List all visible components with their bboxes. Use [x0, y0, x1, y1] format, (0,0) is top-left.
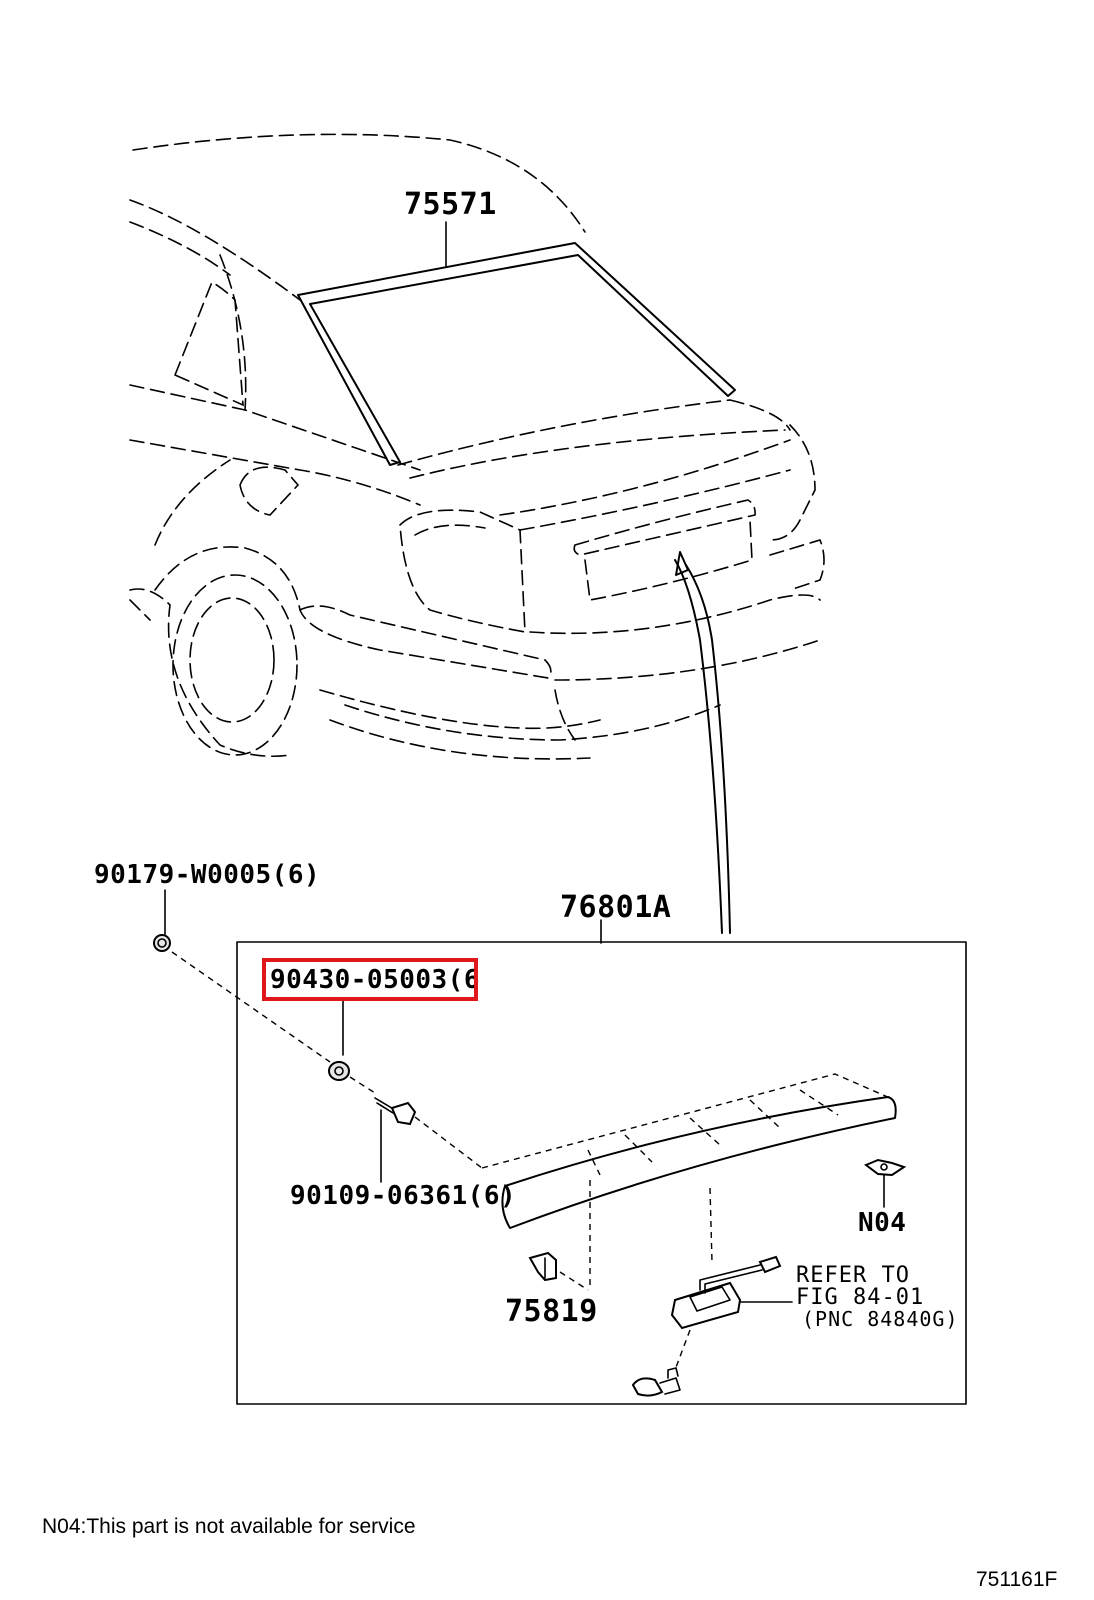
- footer-note: N04:This part is not available for servi…: [42, 1515, 416, 1538]
- part-label-90430[interactable]: 90430-05003(6: [270, 965, 480, 995]
- part-label-90179[interactable]: 90179-W0005(6): [94, 860, 321, 890]
- garnish-bar-icon: [481, 1073, 897, 1290]
- nut-90179-icon: [153, 934, 171, 952]
- license-lamp-icon: [631, 1255, 782, 1397]
- highlight-box: [262, 958, 478, 1001]
- car-illustration: [129, 133, 825, 934]
- part-label-75819[interactable]: 75819: [505, 1294, 598, 1329]
- part-label-90109[interactable]: 90109-06361(6): [290, 1181, 517, 1211]
- stud-bolt-90109-icon: [374, 1097, 417, 1126]
- nut-90430-icon: [328, 1061, 350, 1081]
- assembly-box: [236, 941, 967, 1405]
- reference-line-2[interactable]: FIG 84-01: [796, 1285, 925, 1310]
- clip-75819-icon: [528, 1251, 589, 1291]
- part-label-75571[interactable]: 75571: [404, 187, 497, 222]
- reference-line-1: REFER TO: [796, 1263, 910, 1288]
- reference-line-3: (PNC 84840G): [802, 1307, 959, 1331]
- figure-id: 751161F: [976, 1568, 1058, 1591]
- clip-N04-icon: [864, 1158, 907, 1177]
- part-label-76801A[interactable]: 76801A: [560, 890, 672, 925]
- part-label-N04[interactable]: N04: [858, 1208, 907, 1238]
